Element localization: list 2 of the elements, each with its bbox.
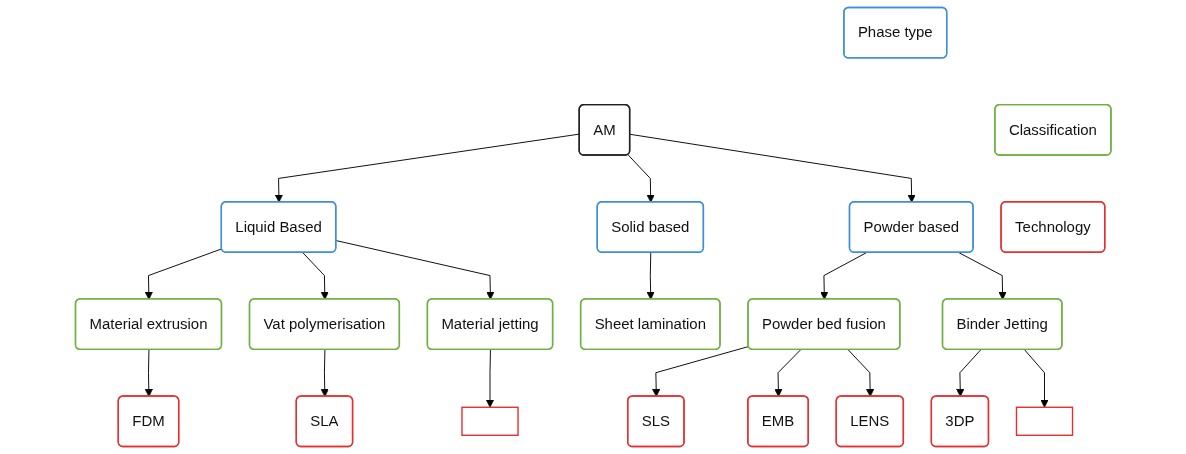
- node-box: [1015, 406, 1073, 436]
- node-box: [461, 406, 519, 436]
